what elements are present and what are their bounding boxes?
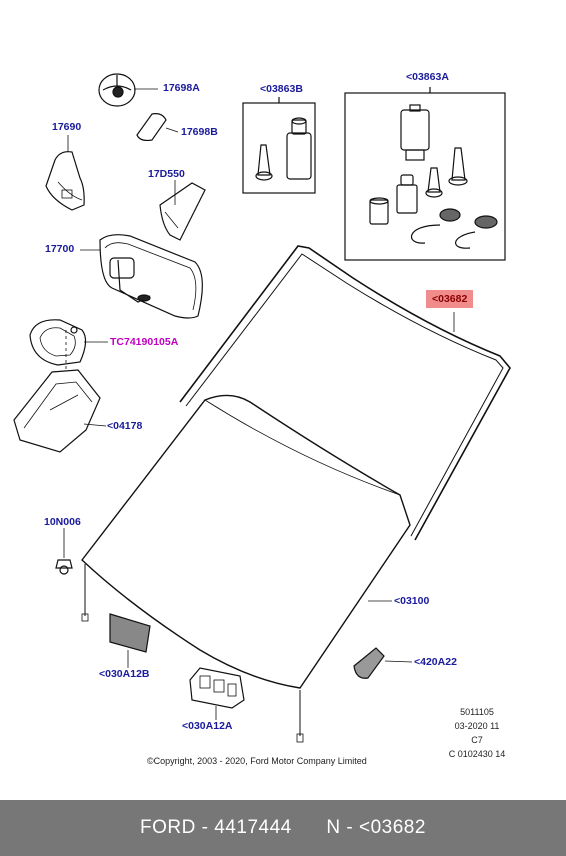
part-label-03682-highlighted[interactable]: <03682 — [426, 290, 474, 308]
rain-sensor-housing-icon — [45, 151, 85, 211]
part-label-17690[interactable]: 17690 — [52, 121, 82, 133]
part-label-03100[interactable]: <03100 — [394, 595, 430, 607]
footer-reference: N - <03682 — [326, 817, 426, 838]
moulding-shape — [179, 245, 511, 541]
part-label-17698A[interactable]: 17698A — [163, 82, 200, 94]
part-label-04178[interactable]: <04178 — [107, 420, 143, 432]
meta-line-3: C7 — [471, 735, 483, 745]
windscreen-shape — [81, 394, 411, 689]
part-label-03863A[interactable]: <03863A — [406, 71, 449, 83]
kit-03863A-box — [344, 92, 506, 261]
mirror-pad-icon — [136, 113, 167, 142]
footer-part-number: FORD - 4417444 — [140, 817, 292, 838]
pad-block-icon — [109, 613, 151, 653]
part-label-03863B[interactable]: <03863B — [260, 83, 303, 95]
bracket-icon — [159, 182, 206, 241]
copyright-text: ©Copyright, 2003 - 2020, Ford Motor Comp… — [147, 756, 367, 766]
jar-icon — [369, 197, 389, 225]
footer-bar: FORD - 4417444 N - <03682 — [0, 800, 566, 856]
mirror-mount-disc-icon — [98, 73, 136, 107]
part-label-030A12B[interactable]: <030A12B — [99, 668, 150, 680]
meta-line-1: 5011105 — [460, 707, 494, 717]
part-label-17700[interactable]: 17700 — [45, 243, 75, 255]
sensor-gel-icon — [353, 647, 385, 679]
rear-view-mirror-icon — [99, 234, 203, 319]
clip-icon — [55, 559, 73, 575]
nozzle-icon — [425, 147, 468, 198]
part-label-030A12A[interactable]: <030A12A — [182, 720, 233, 732]
part-label-TC74190105A[interactable]: TC74190105A — [110, 336, 179, 348]
part-label-17698B[interactable]: 17698B — [181, 126, 218, 138]
sensor-bracket-icon — [189, 667, 245, 709]
bottle-icon — [286, 117, 312, 180]
sensor-module-icon — [29, 319, 87, 366]
part-label-420A22[interactable]: <420A22 — [414, 656, 457, 668]
mirror-cover-icon — [13, 369, 101, 453]
part-label-17D550[interactable]: 17D550 — [148, 168, 185, 180]
small-bottle-icon — [396, 174, 418, 214]
parts-diagram — [13, 73, 511, 743]
cartridge-icon — [400, 104, 430, 161]
meta-line-2: 03-2020 11 — [454, 721, 500, 731]
meta-line-4: C 0102430 14 — [448, 749, 506, 759]
part-label-10N006[interactable]: 10N006 — [44, 516, 81, 528]
footer-gap — [292, 817, 327, 839]
applicator-icon — [410, 208, 498, 249]
nozzle-icon — [255, 144, 273, 181]
